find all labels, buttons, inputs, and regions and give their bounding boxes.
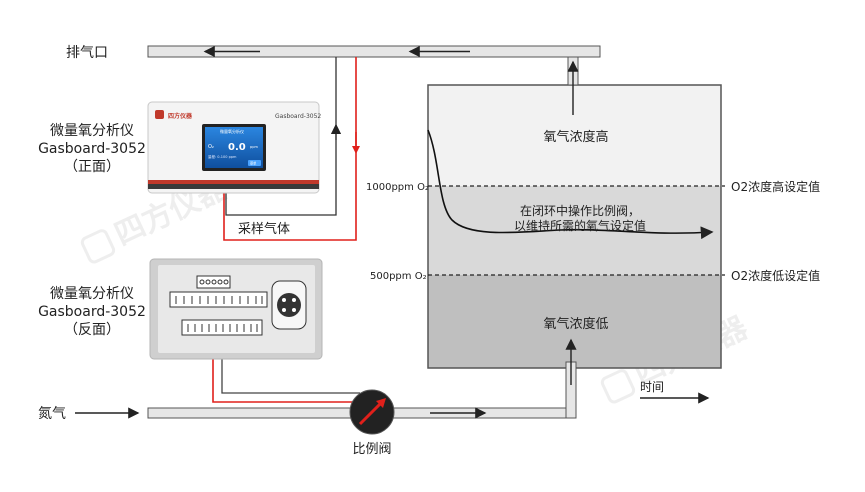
sample-gas-label: 采样气体 xyxy=(238,221,290,237)
screen-unit: ppm xyxy=(250,145,258,149)
flow-arrow-red-head xyxy=(352,146,360,154)
screen-title: 微量氧分析仪 xyxy=(220,128,244,134)
setpoint-high-label: O2浓度高设定值 xyxy=(731,179,820,194)
o2-concentration-curve xyxy=(427,129,714,240)
operate-line1: 在闭环中操作比例阀， xyxy=(520,203,640,218)
proportional-valve xyxy=(349,389,395,435)
ppm-1000-label: 1000ppm O₂ xyxy=(366,182,429,193)
back-label-line2: Gasboard-3052 xyxy=(38,304,146,320)
screen-range: 量程: 0-100 ppm xyxy=(208,154,237,159)
brand-logo-icon xyxy=(155,110,164,119)
device-brand: 四方仪器 xyxy=(168,112,193,120)
front-label-line1: 微量氧分析仪 xyxy=(50,123,134,139)
device-model: Gasboard-3052 xyxy=(275,113,321,120)
screen-value: 0.0 xyxy=(228,142,246,153)
valve-arrow-icon xyxy=(376,398,386,408)
exhaust-label: 排气口 xyxy=(66,45,108,61)
setpoint-low-label: O2浓度低设定值 xyxy=(731,268,820,283)
ppm-500-label: 500ppm O₂ xyxy=(370,271,427,282)
analyzer-back xyxy=(149,258,323,360)
time-label: 时间 xyxy=(640,380,664,394)
operate-line2: 以维持所需的氧气设定值 xyxy=(514,218,646,233)
terminal-block-bottom xyxy=(181,319,263,336)
nitrogen-label: 氮气 xyxy=(38,406,66,422)
back-label-line1: 微量氧分析仪 xyxy=(50,286,134,302)
o2-high-label: 氧气浓度高 xyxy=(543,129,608,145)
analyzer-front: 四方仪器 Gasboard-3052 微量氧分析仪 O₂ 0.0 ppm 量程:… xyxy=(147,101,321,194)
screen-menu-button: 菜单 xyxy=(250,161,257,166)
control-line-red xyxy=(212,340,355,403)
o2-tank xyxy=(427,84,722,369)
front-label-line2: Gasboard-3052 xyxy=(38,141,146,157)
exhaust-pipe xyxy=(147,45,601,58)
valve-label: 比例阀 xyxy=(352,442,391,457)
o2-low-label: 氧气浓度低 xyxy=(543,316,608,332)
front-label-line3: （正面） xyxy=(64,159,120,175)
connector-5pin xyxy=(196,275,231,289)
back-label-line3: （反面） xyxy=(64,322,120,338)
terminal-block-top xyxy=(169,291,268,308)
screen-o2: O₂ xyxy=(208,144,214,150)
